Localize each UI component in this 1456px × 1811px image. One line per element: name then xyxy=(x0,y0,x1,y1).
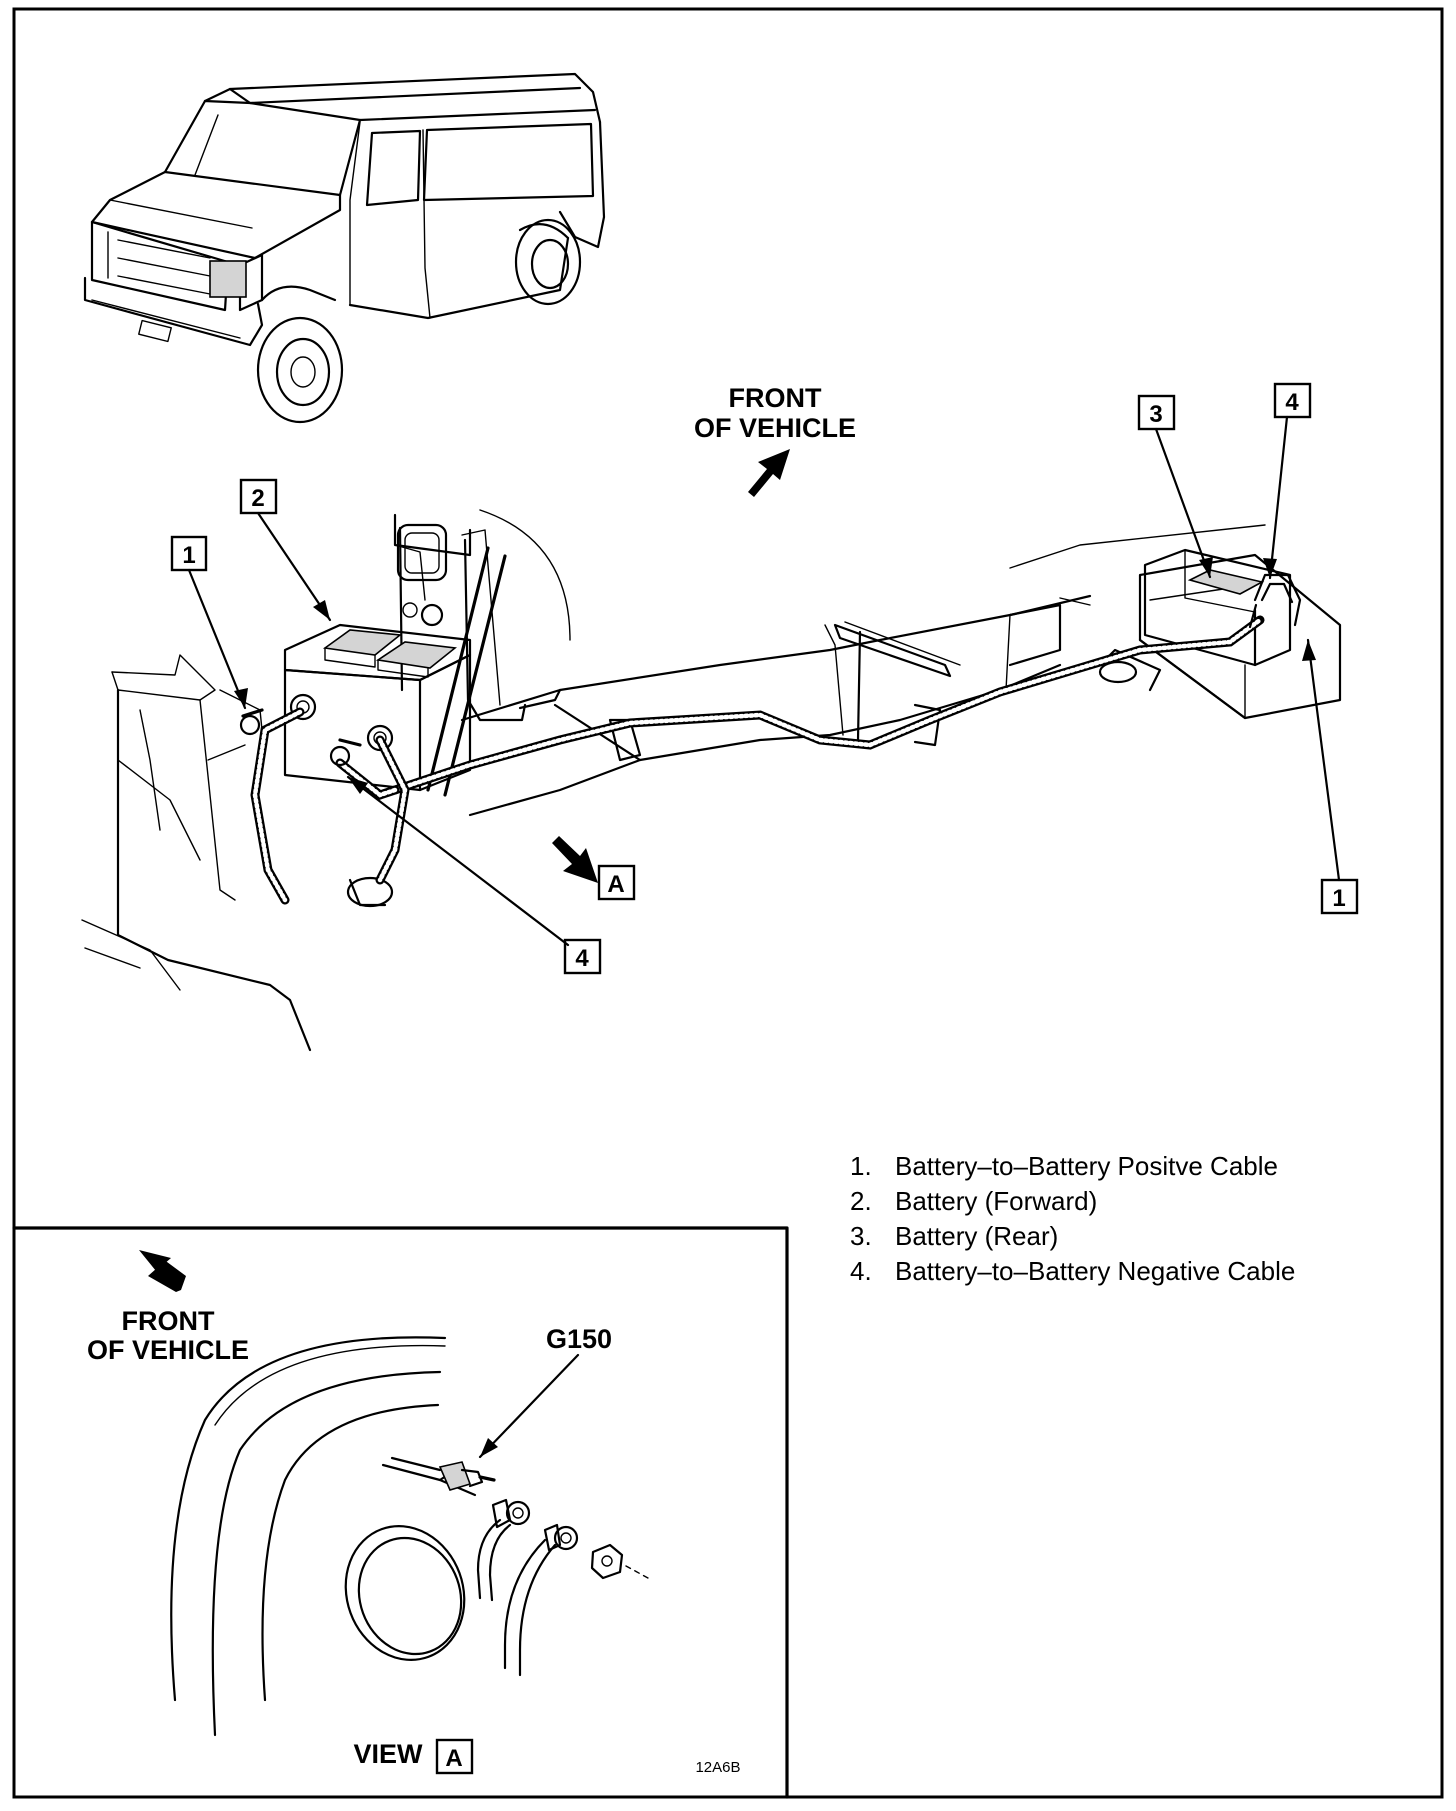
van-illustration xyxy=(83,72,606,424)
outer-frame xyxy=(12,7,1444,1799)
callout-2: 2 xyxy=(239,478,332,622)
legend: 1. Battery–to–Battery Positve Cable 2. B… xyxy=(850,1151,1295,1286)
legend-item-1-text: Battery–to–Battery Positve Cable xyxy=(895,1151,1278,1181)
callout-1-right: 1 xyxy=(1302,638,1359,915)
svg-text:A: A xyxy=(607,871,624,898)
legend-item-4-num: 4. xyxy=(850,1256,872,1286)
legend-item-3-text: Battery (Rear) xyxy=(895,1221,1058,1251)
battery-assembly-illustration xyxy=(81,509,1342,1052)
front-arrow-icon xyxy=(748,449,790,497)
view-a-pointer: A xyxy=(552,836,636,901)
legend-item-4-text: Battery–to–Battery Negative Cable xyxy=(895,1256,1295,1286)
svg-text:4: 4 xyxy=(575,945,589,972)
legend-item-2-text: Battery (Forward) xyxy=(895,1186,1097,1216)
inset-front-label-line1: FRONT xyxy=(122,1306,215,1336)
view-label: VIEW xyxy=(353,1739,423,1769)
view-a-inset: FRONT OF VEHICLE G150 xyxy=(12,1226,789,1799)
svg-text:2: 2 xyxy=(251,485,264,512)
svg-text:1: 1 xyxy=(1332,885,1345,912)
battery-locator-mark xyxy=(209,260,247,298)
svg-text:3: 3 xyxy=(1149,401,1162,428)
front-label-line1: FRONT xyxy=(729,383,822,413)
ground-id-label: G150 xyxy=(546,1324,612,1354)
legend-item-1-num: 1. xyxy=(850,1151,872,1181)
svg-text:1: 1 xyxy=(182,542,195,569)
inset-front-label-line2: OF VEHICLE xyxy=(87,1335,249,1365)
callout-1-left: 1 xyxy=(170,535,248,710)
front-label-line2: OF VEHICLE xyxy=(694,413,856,443)
legend-item-3-num: 3. xyxy=(850,1221,872,1251)
callout-4-bottom: 4 xyxy=(346,775,602,975)
view-letter: A xyxy=(445,1745,462,1772)
legend-item-2-num: 2. xyxy=(850,1186,872,1216)
front-of-vehicle-indicator: FRONT OF VEHICLE xyxy=(694,383,856,497)
view-a-arrow-icon xyxy=(552,836,598,883)
svg-text:4: 4 xyxy=(1285,389,1299,416)
callout-3: 3 xyxy=(1137,394,1213,579)
callout-4-top: 4 xyxy=(1263,382,1312,580)
figure-code: 12A6B xyxy=(695,1759,740,1776)
inset-front-arrow-icon xyxy=(139,1250,186,1292)
